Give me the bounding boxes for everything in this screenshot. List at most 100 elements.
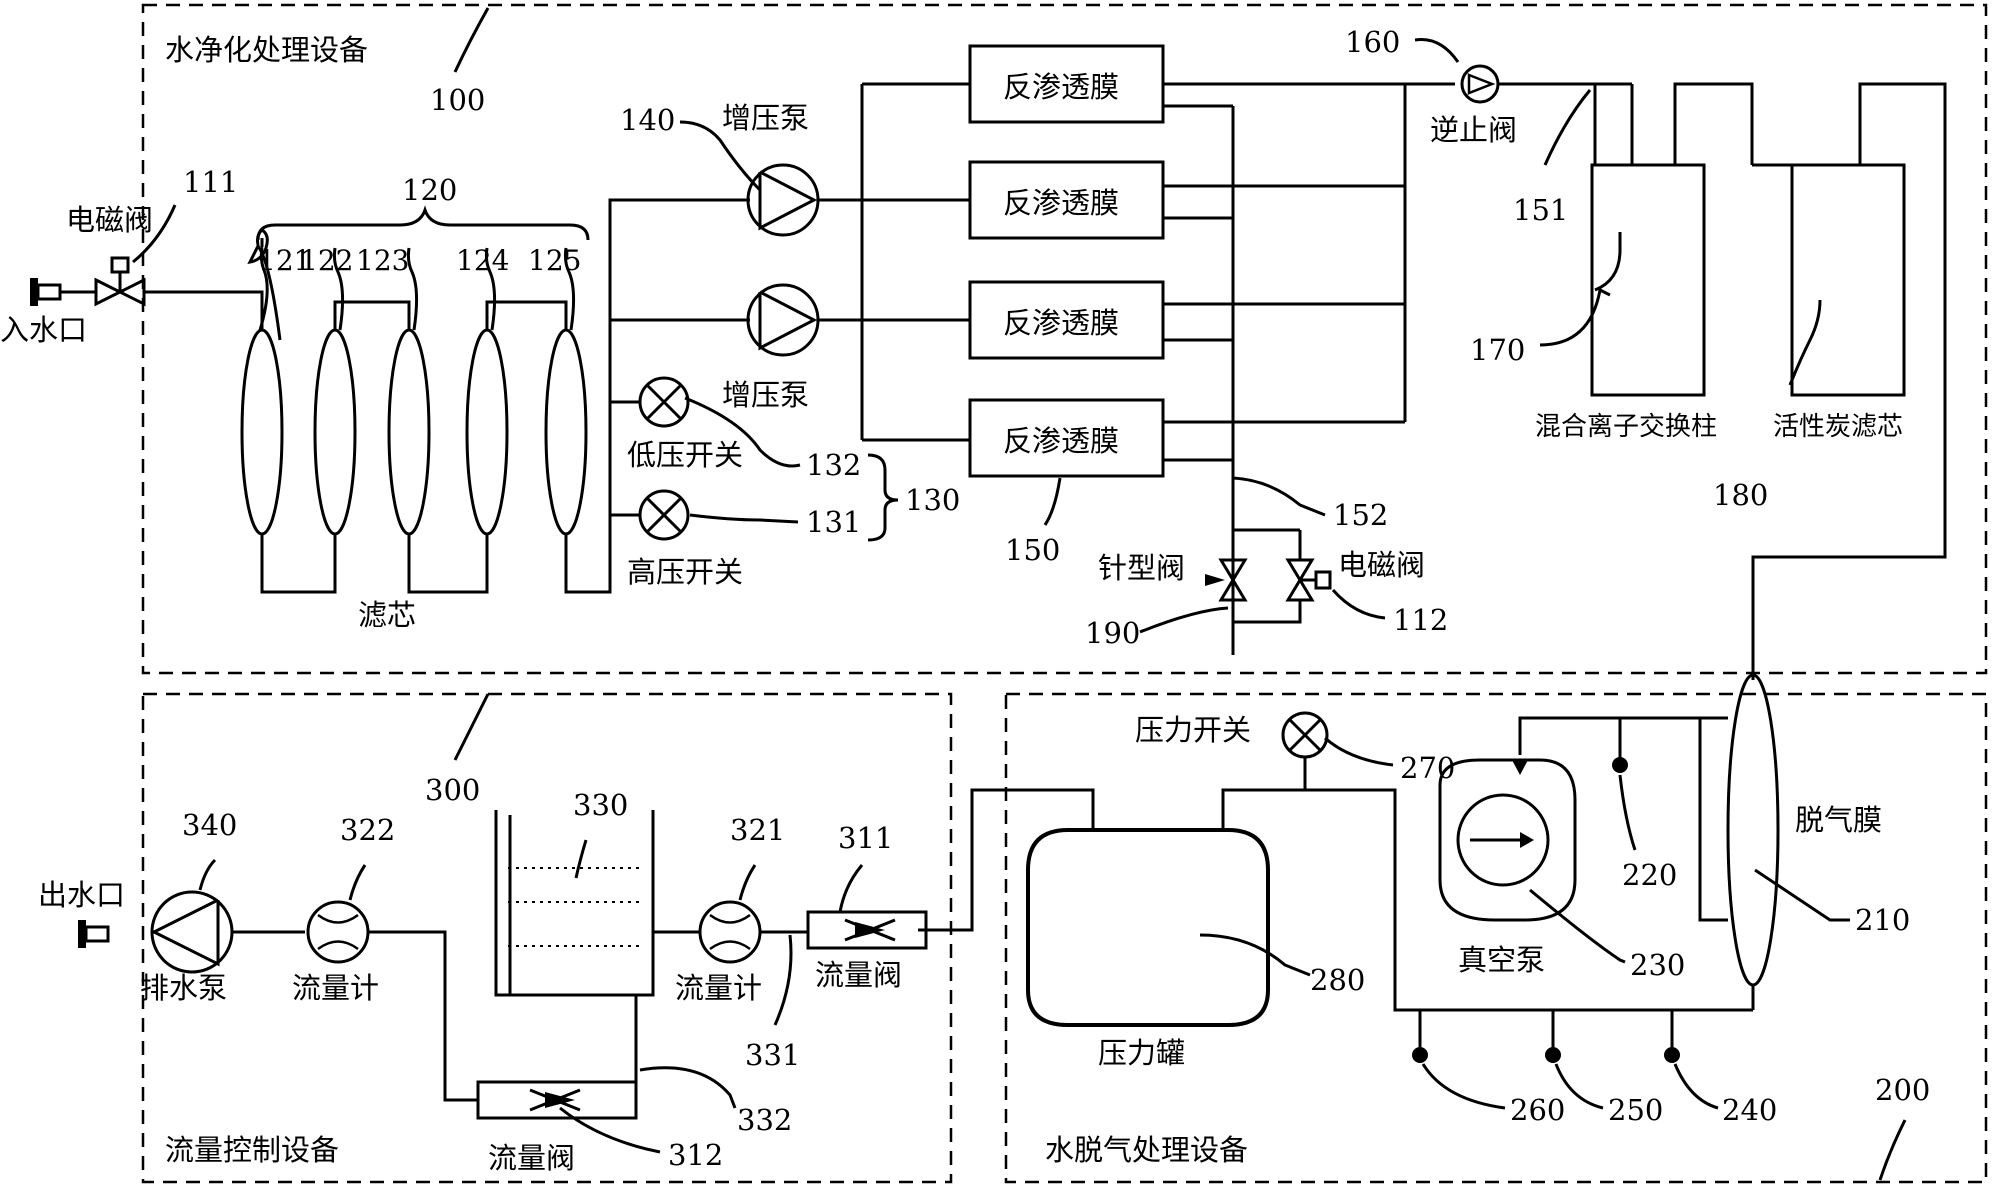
inlet-label: 入水口 xyxy=(0,313,87,347)
ref-240: 240 xyxy=(1722,1093,1777,1127)
outlet-plug-icon xyxy=(78,920,110,948)
check-valve-icon xyxy=(1460,64,1500,104)
booster-pump-top-icon xyxy=(746,163,820,237)
ro-membrane-2: 反渗透膜 xyxy=(968,160,1165,240)
filter-cartridges xyxy=(240,328,588,536)
check-valve-label: 逆止阀 xyxy=(1430,113,1517,147)
degassing-membrane xyxy=(1726,673,1780,987)
pressure-switch-label: 压力开关 xyxy=(1135,713,1251,747)
mixed-ion-exchange-column xyxy=(1590,163,1706,397)
solenoid-valve-111-icon xyxy=(94,256,146,307)
ref-230: 230 xyxy=(1630,948,1685,982)
ref-210: 210 xyxy=(1855,903,1910,937)
ref-123: 123 xyxy=(356,244,409,277)
pressure-switch-icon xyxy=(1281,711,1329,759)
high-pressure-switch-icon xyxy=(638,489,690,541)
degassing-membrane-label: 脱气膜 xyxy=(1795,803,1882,837)
ref-122: 122 xyxy=(300,244,353,277)
vacuum-pump-label: 真空泵 xyxy=(1458,943,1545,977)
flow-control-section-box xyxy=(141,692,953,1184)
brace-120 xyxy=(256,205,590,241)
ref-170: 170 xyxy=(1470,333,1525,367)
purification-section-box xyxy=(141,3,1988,675)
svg-text:反渗透膜: 反渗透膜 xyxy=(1003,186,1119,220)
ref-151: 151 xyxy=(1513,193,1568,227)
flowmeter-label-1: 流量计 xyxy=(292,971,379,1005)
high-pressure-switch-label: 高压开关 xyxy=(627,555,743,589)
ref-112: 112 xyxy=(1393,603,1448,637)
ref-132: 132 xyxy=(806,448,861,482)
vacuum-pump-icon xyxy=(1438,758,1577,922)
outlet-label: 出水口 xyxy=(38,878,125,912)
ref-331: 331 xyxy=(745,1038,800,1072)
filter-label: 滤芯 xyxy=(358,598,416,632)
ref-121: 121 xyxy=(258,244,311,277)
filter-cartridge-124 xyxy=(465,328,509,536)
ref-220: 220 xyxy=(1622,858,1677,892)
ref-100: 100 xyxy=(430,83,485,117)
booster-pump-label-mid: 增压泵 xyxy=(722,378,809,412)
valve-220-marker xyxy=(1612,757,1628,773)
ref-330: 330 xyxy=(573,788,628,822)
ref-152: 152 xyxy=(1333,498,1388,532)
ref-300: 300 xyxy=(425,773,480,807)
ref-332: 332 xyxy=(737,1103,792,1137)
solenoid-valve-label-top: 电磁阀 xyxy=(66,203,153,237)
ref-150: 150 xyxy=(1005,533,1060,567)
ref-312: 312 xyxy=(668,1138,723,1172)
filter-cartridge-125 xyxy=(544,328,588,536)
pressure-tank xyxy=(1026,828,1270,1027)
brace-130 xyxy=(867,453,899,542)
ref-322: 322 xyxy=(340,813,395,847)
drain-pump-label: 排水泵 xyxy=(140,971,227,1005)
activated-carbon-label: 活性炭滤芯 xyxy=(1773,412,1903,442)
ref-120: 120 xyxy=(402,173,457,207)
solenoid-valve-label-bottom: 电磁阀 xyxy=(1338,548,1425,582)
booster-pump-label-top: 增压泵 xyxy=(722,101,809,135)
ro-membrane-1: 反渗透膜 xyxy=(968,44,1165,124)
flowmeter-321-icon xyxy=(698,900,762,964)
ref-125: 125 xyxy=(528,244,581,277)
ref-180: 180 xyxy=(1713,478,1768,512)
flow-valve-312-icon xyxy=(476,1080,638,1120)
degassing-section-box xyxy=(1004,692,1988,1184)
inlet-plug-icon xyxy=(30,278,62,306)
ref-131: 131 xyxy=(806,505,861,539)
ref-321: 321 xyxy=(730,813,785,847)
filter-cartridge-122 xyxy=(313,328,357,536)
booster-pump-mid-icon xyxy=(746,283,820,357)
ref-260: 260 xyxy=(1510,1093,1565,1127)
flow-valve-311-icon xyxy=(806,910,928,950)
svg-text:反渗透膜: 反渗透膜 xyxy=(1003,424,1119,458)
pressure-tank-label: 压力罐 xyxy=(1098,1036,1185,1070)
flowmeter-322-icon xyxy=(306,900,370,964)
ref-340: 340 xyxy=(182,808,237,842)
low-pressure-switch-icon xyxy=(638,376,690,428)
flow-valve-label-1: 流量阀 xyxy=(815,958,902,992)
sample-point-260 xyxy=(1412,1047,1428,1063)
svg-text:反渗透膜: 反渗透膜 xyxy=(1003,306,1119,340)
low-pressure-switch-label: 低压开关 xyxy=(627,438,743,472)
filter-cartridge-121 xyxy=(240,328,284,536)
sample-point-250 xyxy=(1545,1047,1561,1063)
mixed-ion-column-label: 混合离子交换柱 xyxy=(1535,412,1717,442)
ref-160: 160 xyxy=(1345,25,1400,59)
ref-111: 111 xyxy=(183,165,238,199)
ref-130: 130 xyxy=(905,483,960,517)
purification-section-title: 水净化处理设备 xyxy=(165,33,368,67)
solenoid-valve-112-icon xyxy=(1285,558,1332,602)
needle-valve-icon xyxy=(1205,558,1248,602)
drain-pump-icon xyxy=(150,890,234,974)
ref-311: 311 xyxy=(838,821,893,855)
svg-text:反渗透膜: 反渗透膜 xyxy=(1003,70,1119,104)
ro-membrane-4: 反渗透膜 xyxy=(968,398,1165,478)
ref-200: 200 xyxy=(1875,1073,1930,1107)
filter-cartridge-123 xyxy=(387,328,431,536)
ref-280: 280 xyxy=(1310,963,1365,997)
flowmeter-label-2: 流量计 xyxy=(675,971,762,1005)
ref-124: 124 xyxy=(456,244,509,277)
degassing-section-title: 水脱气处理设备 xyxy=(1045,1133,1248,1167)
ref-250: 250 xyxy=(1608,1093,1663,1127)
ro-membrane-3: 反渗透膜 xyxy=(968,280,1165,360)
